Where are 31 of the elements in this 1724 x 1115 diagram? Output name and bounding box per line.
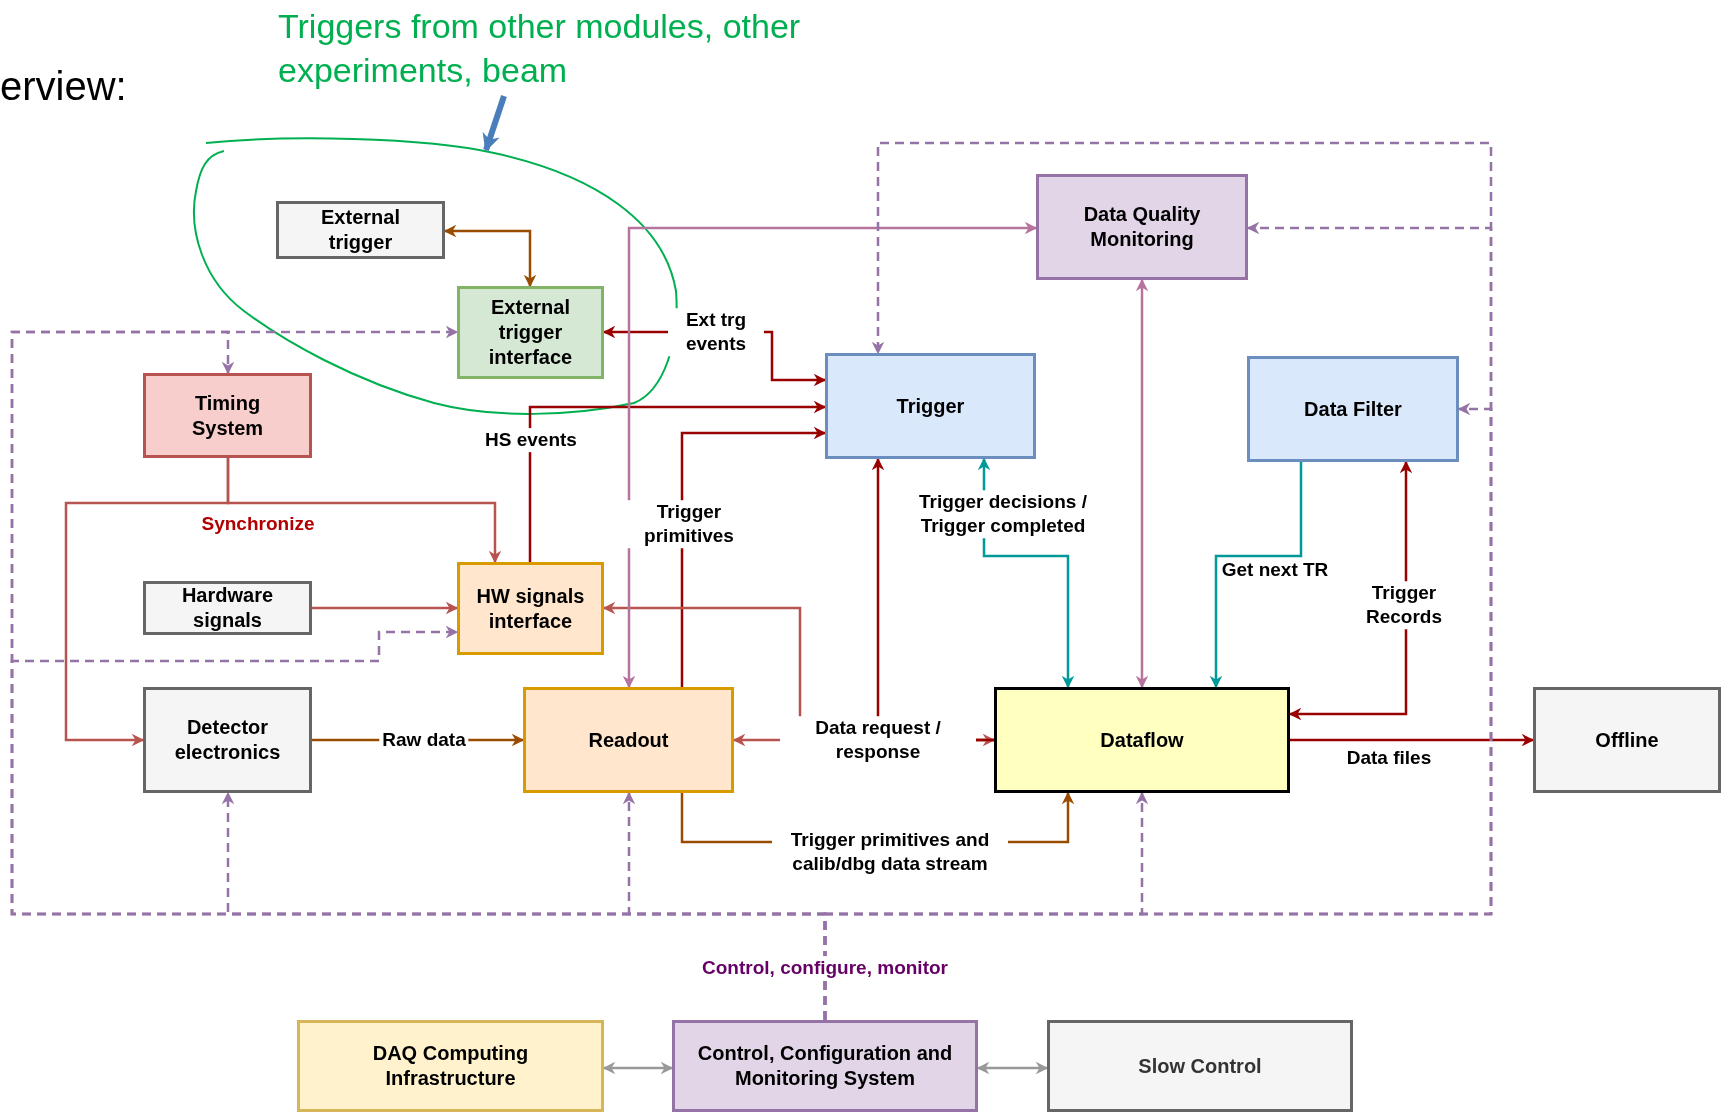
signals-box: Hardware signals [143,581,312,635]
slow-control-box: Slow Control [1047,1020,1353,1112]
arrow [1209,462,1303,689]
edge-label: Control, configure, monitor [699,956,951,980]
interface-box: HW signals interface [457,562,604,655]
heading-fragment: erview: [0,66,127,106]
annotation-text: Triggers from other modules, other experiments, beam [278,0,898,96]
edge-label: Ext trg events [668,308,764,356]
control-system-box: Control, Configuration and Monitoring System [672,1020,978,1112]
edge-label: Data request / response [780,716,976,764]
electronics-box: Detector electronics [143,687,312,793]
arrow [1135,278,1149,689]
arrow [602,1061,674,1075]
arrow [528,400,827,562]
trigger-box: Trigger [825,353,1036,459]
arrow [443,224,537,288]
monitoring-box: Data Quality Monitoring [1036,174,1248,280]
arrow [482,95,507,152]
offline-box: Offline [1533,687,1721,793]
readout-box: Readout [523,687,734,793]
arrow [622,221,1038,689]
arrow [976,1061,1049,1075]
filter-box: Data Filter [1247,356,1459,462]
arrow [312,601,459,615]
infrastructure-box: DAQ Computing Infrastructure [297,1020,604,1112]
interface-box: External trigger interface [457,286,604,379]
timing-box: Timing System [143,373,312,458]
arrow [1290,733,1535,747]
dataflow-box: Dataflow [994,687,1290,793]
trigger-box: External trigger [276,201,445,259]
arrow [64,458,230,747]
